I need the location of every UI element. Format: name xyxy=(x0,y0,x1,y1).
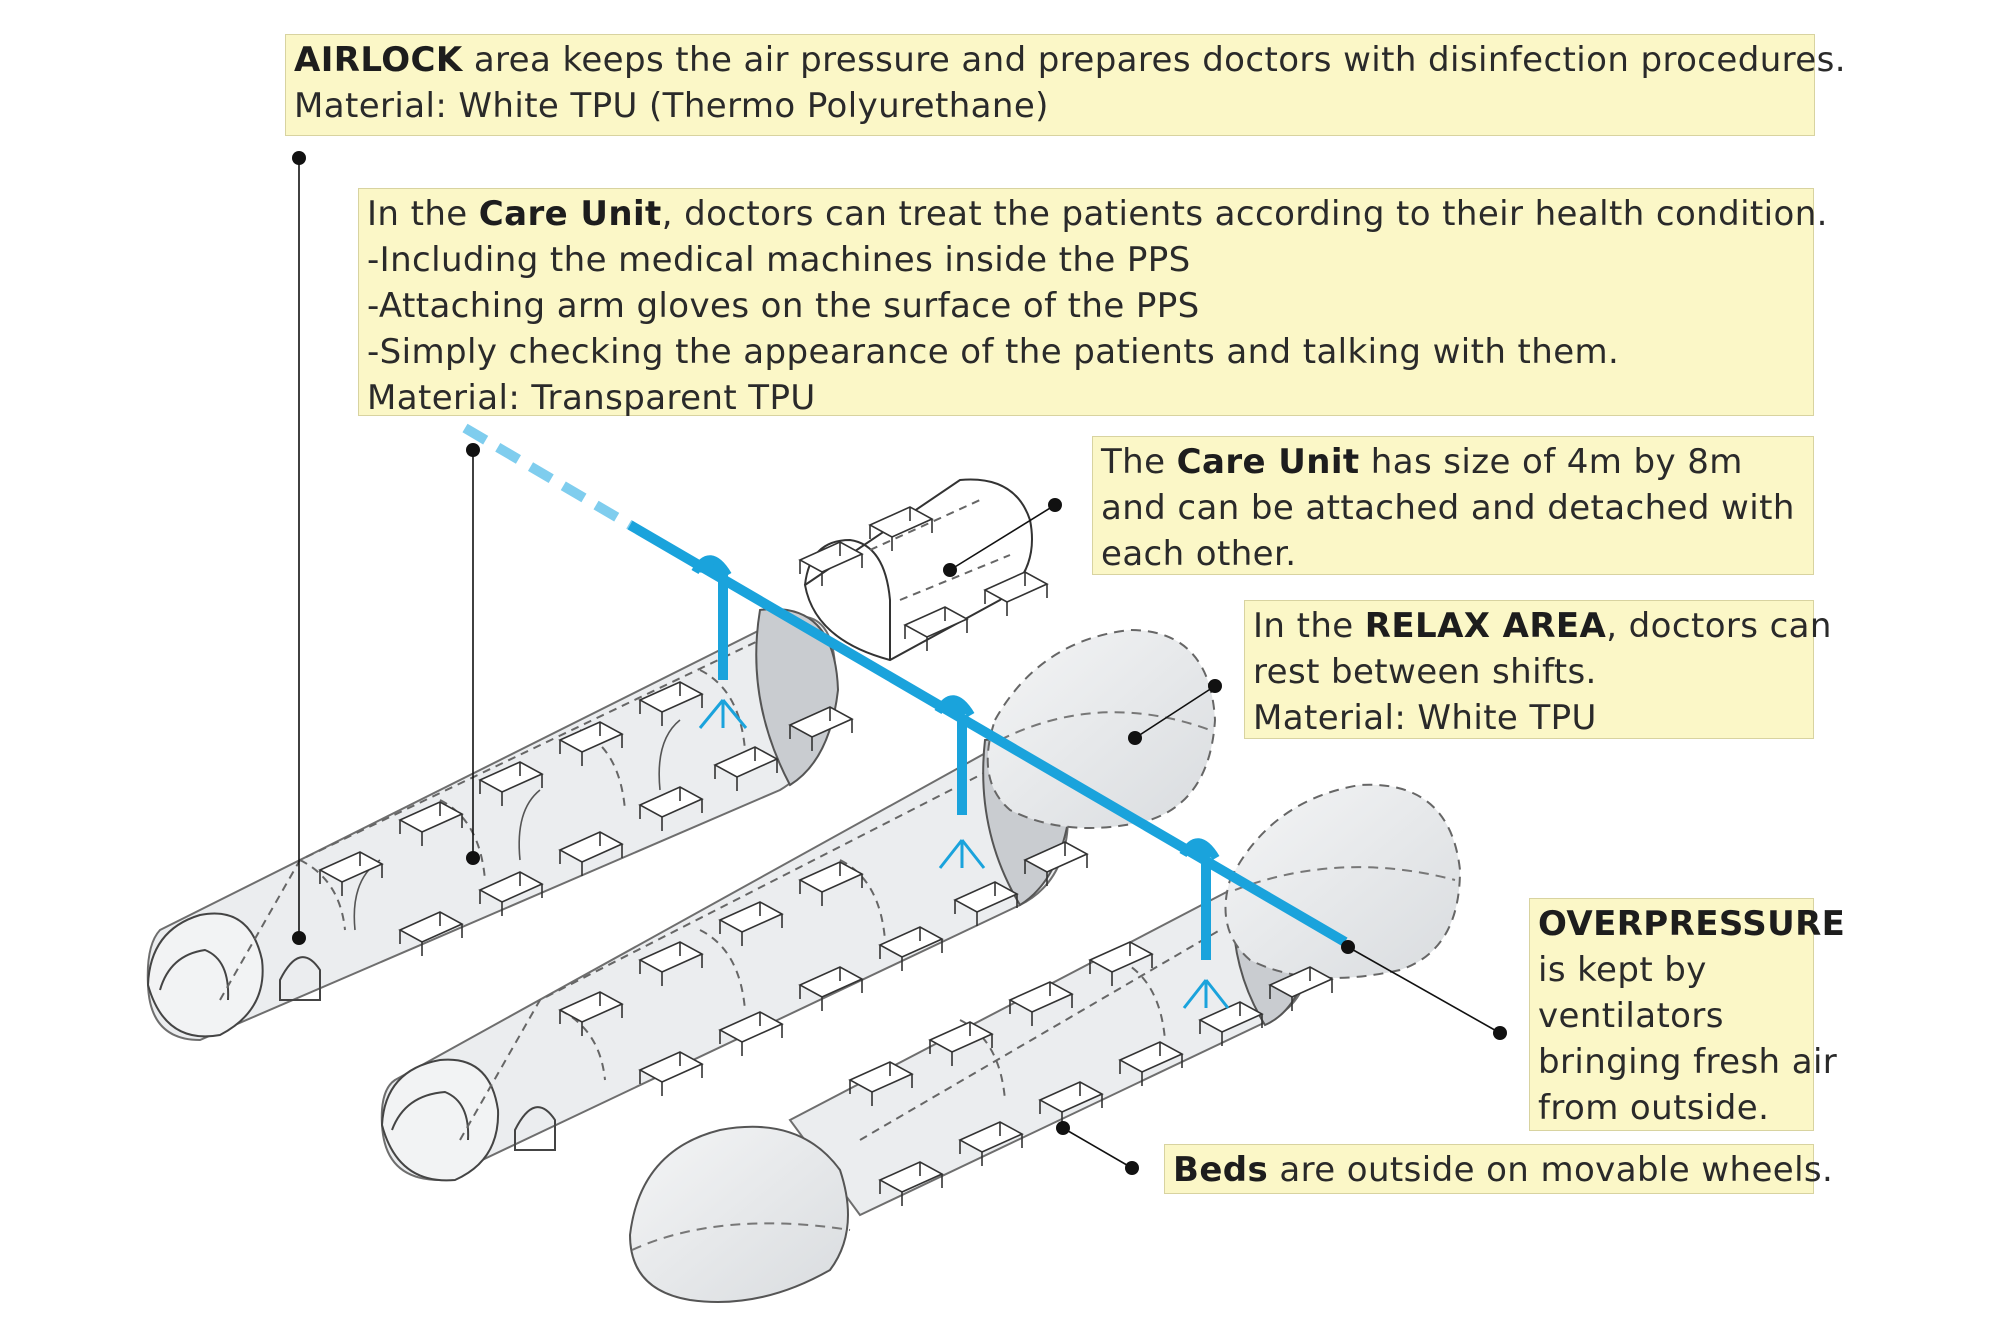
beds-term: Beds xyxy=(1173,1150,1269,1190)
beds-line: Beds are outside on movable wheels. xyxy=(1173,1147,1833,1193)
care-unit-tube-1 xyxy=(146,608,840,1042)
overpressure-line: from outside. xyxy=(1538,1088,1770,1128)
relax-prefix: In the xyxy=(1253,606,1365,646)
relax-area-note: In the RELAX AREA, doctors can rest betw… xyxy=(1244,600,1831,739)
airlock-line: AIRLOCK area keeps the air pressure and … xyxy=(294,37,1846,83)
airlock-note: AIRLOCK area keeps the air pressure and … xyxy=(285,34,1846,136)
relax-term: RELAX AREA xyxy=(1364,606,1607,646)
care-unit-prefix: In the xyxy=(367,194,479,234)
relax-dome-3 xyxy=(628,1125,851,1303)
care-unit-description: , doctors can treat the patients accordi… xyxy=(661,194,1828,234)
care-unit-line: In the Care Unit, doctors can treat the … xyxy=(367,191,1827,237)
size-text: The Care Unit has size of 4m by 8m and c… xyxy=(1101,439,1805,577)
relax-line-2: rest between shifts. xyxy=(1253,652,1597,692)
relax-line: In the RELAX AREA, doctors can xyxy=(1253,603,1831,649)
size-description: has size of 4m by 8m and can be attached… xyxy=(1101,442,1795,574)
care-unit-item: -Simply checking the appearance of the p… xyxy=(367,332,1620,372)
overpressure-heading: OVERPRESSURE xyxy=(1538,904,1846,944)
airlock-material: Material: White TPU (Thermo Polyurethane… xyxy=(294,86,1049,126)
ventilation-duct xyxy=(462,423,1348,1009)
size-prefix: The xyxy=(1101,442,1177,482)
beds-note: Beds are outside on movable wheels. xyxy=(1164,1144,1833,1194)
care-unit-term: Care Unit xyxy=(478,194,662,234)
overpressure-line: ventilators xyxy=(1538,996,1724,1036)
relax-description: , doctors can xyxy=(1606,606,1832,646)
relax-dome-1 xyxy=(986,628,1217,829)
overpressure-line: is kept by xyxy=(1538,950,1707,990)
care-unit-note: In the Care Unit, doctors can treat the … xyxy=(358,188,1827,418)
airlock-description: area keeps the air pressure and prepares… xyxy=(462,40,1846,80)
care-unit-size-note: The Care Unit has size of 4m by 8m and c… xyxy=(1092,436,1814,575)
beds-description: are outside on movable wheels. xyxy=(1268,1150,1834,1190)
relax-material: Material: White TPU xyxy=(1253,698,1597,738)
overpressure-note: OVERPRESSURE is kept by ventilators brin… xyxy=(1529,898,1845,1131)
airlock-term: AIRLOCK xyxy=(294,40,463,80)
overpressure-line: bringing fresh air xyxy=(1538,1042,1838,1082)
leader-dots xyxy=(292,151,1507,1175)
care-unit-item: -Attaching arm gloves on the surface of … xyxy=(367,286,1200,326)
relax-dome-2 xyxy=(1224,783,1462,979)
care-unit-material: Material: Transparent TPU xyxy=(367,378,816,418)
size-term: Care Unit xyxy=(1176,442,1360,482)
care-unit-item: -Including the medical machines inside t… xyxy=(367,240,1191,280)
leader-lines xyxy=(298,158,1501,1169)
overpressure-term: OVERPRESSURE xyxy=(1538,901,1845,947)
